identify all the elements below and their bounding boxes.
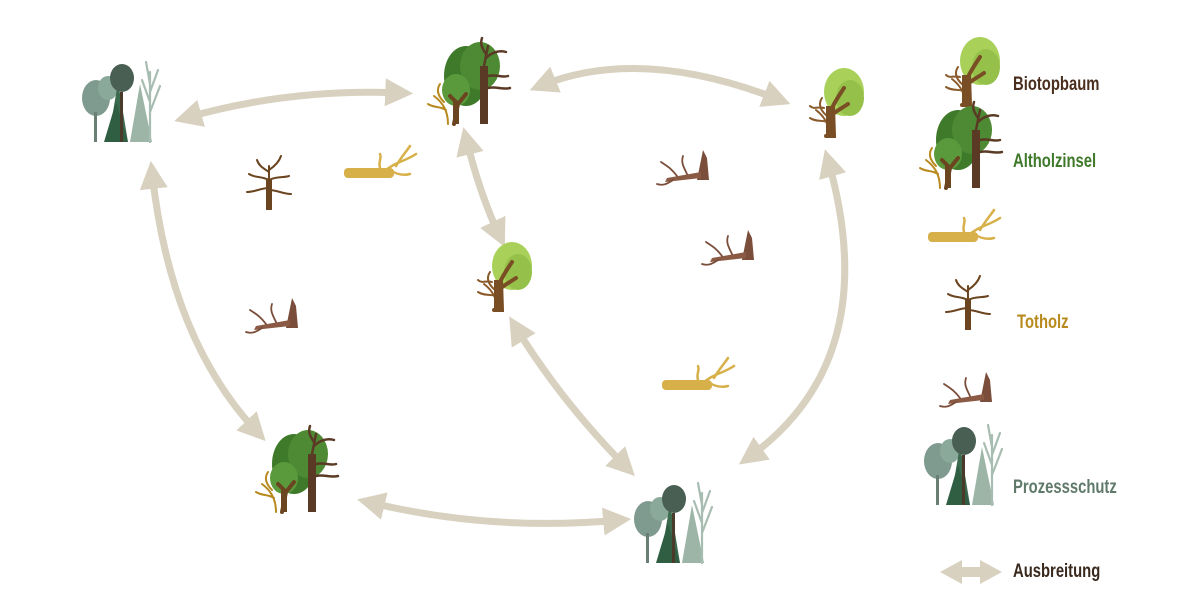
legend-label-ausbreitung: Ausbreitung xyxy=(1013,561,1101,582)
arrow-prozess-tl-altholz-top xyxy=(174,78,414,127)
arrow-prozess-tl-altholz-bl xyxy=(139,160,266,442)
legend-broken-tree-icon xyxy=(939,371,993,408)
broken-tree-icon xyxy=(701,229,755,266)
broken-tree-icon xyxy=(245,297,299,334)
prozessschutz-tree-cluster-icon xyxy=(632,481,714,565)
altholzinsel-tree-group-icon xyxy=(254,424,340,514)
legend-biotopbaum-icon xyxy=(944,35,1002,107)
legend-fallen-log-icon xyxy=(926,208,1002,244)
legend-altholzinsel-icon xyxy=(918,100,1004,190)
legend-label-altholzinsel: Altholzinsel xyxy=(1013,151,1097,172)
legend-dead-standing-tree-icon xyxy=(945,275,991,331)
broken-tree-icon xyxy=(656,149,710,186)
fallen-log-icon xyxy=(342,144,418,180)
dead-standing-tree-icon xyxy=(246,155,292,211)
arrow-biotop-center-prozess-br xyxy=(509,316,635,476)
arrow-altholz-top-biotop-tr xyxy=(529,65,791,107)
arrow-altholz-bl-prozess-br xyxy=(357,492,632,536)
legend-prozessschutz-icon xyxy=(922,423,1004,507)
legend-label-totholz: Totholz xyxy=(1017,312,1069,333)
legend-ausbreitung-arrow-icon xyxy=(940,560,1002,584)
biotopbaum-tree-icon xyxy=(476,240,534,312)
spread-arrows xyxy=(139,65,849,536)
altholzinsel-tree-group-icon xyxy=(426,36,512,126)
arrow-altholz-top-biotop-center xyxy=(456,127,506,248)
legend-label-prozessschutz: Prozessschutz xyxy=(1013,477,1117,498)
fallen-log-icon xyxy=(660,356,736,392)
legend xyxy=(918,35,1004,584)
legend-label-biotopbaum: Biotopbaum xyxy=(1013,74,1100,95)
arrow-biotop-tr-prozess-br xyxy=(738,149,849,465)
prozessschutz-tree-cluster-icon xyxy=(80,60,162,144)
biotopbaum-tree-icon xyxy=(808,66,866,138)
